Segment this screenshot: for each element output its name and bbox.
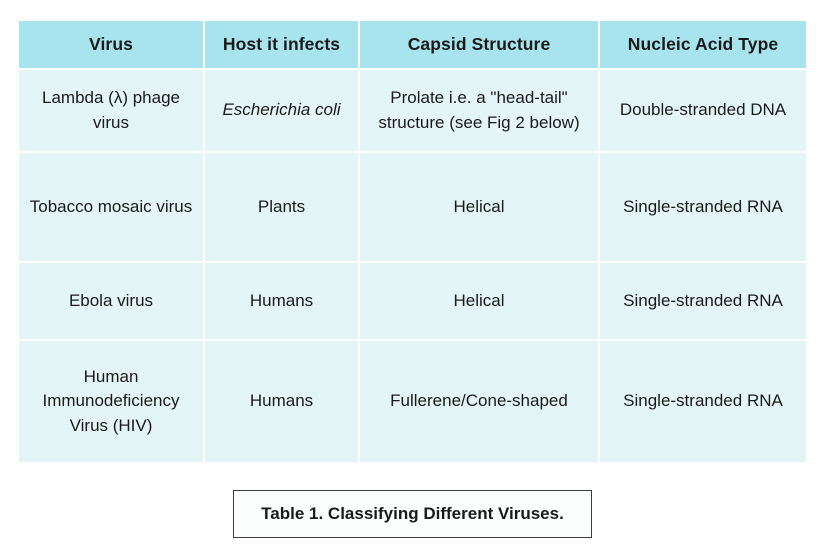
cell-capsid-structure: Helical (360, 153, 598, 261)
cell-host: Humans (205, 341, 358, 462)
cell-nucleic-acid-type: Single-stranded RNA (600, 263, 806, 339)
cell-virus-name: Tobacco mosaic virus (19, 153, 203, 261)
cell-virus-name: Ebola virus (19, 263, 203, 339)
cell-capsid-structure: Fullerene/Cone-shaped (360, 341, 598, 462)
cell-virus-name: Human Immunodeficiency Virus (HIV) (19, 341, 203, 462)
column-header-capsid-structure: Capsid Structure (360, 21, 598, 68)
column-header-host: Host it infects (205, 21, 358, 68)
table-caption-text: Table 1. Classifying Different Viruses. (261, 504, 564, 523)
cell-capsid-structure: Helical (360, 263, 598, 339)
cell-host: Plants (205, 153, 358, 261)
column-header-virus: Virus (19, 21, 203, 68)
cell-host: Humans (205, 263, 358, 339)
table-caption: Table 1. Classifying Different Viruses. (233, 490, 592, 538)
cell-virus-name: Lambda (λ) phage virus (19, 70, 203, 151)
virus-classification-table: Virus Host it infects Capsid Structure N… (19, 21, 806, 462)
cell-nucleic-acid-type: Double-stranded DNA (600, 70, 806, 151)
cell-nucleic-acid-type: Single-stranded RNA (600, 153, 806, 261)
cell-host: Escherichia coli (205, 70, 358, 151)
column-header-nucleic-acid-type: Nucleic Acid Type (600, 21, 806, 68)
cell-nucleic-acid-type: Single-stranded RNA (600, 341, 806, 462)
cell-capsid-structure: Prolate i.e. a "head-tail" structure (se… (360, 70, 598, 151)
